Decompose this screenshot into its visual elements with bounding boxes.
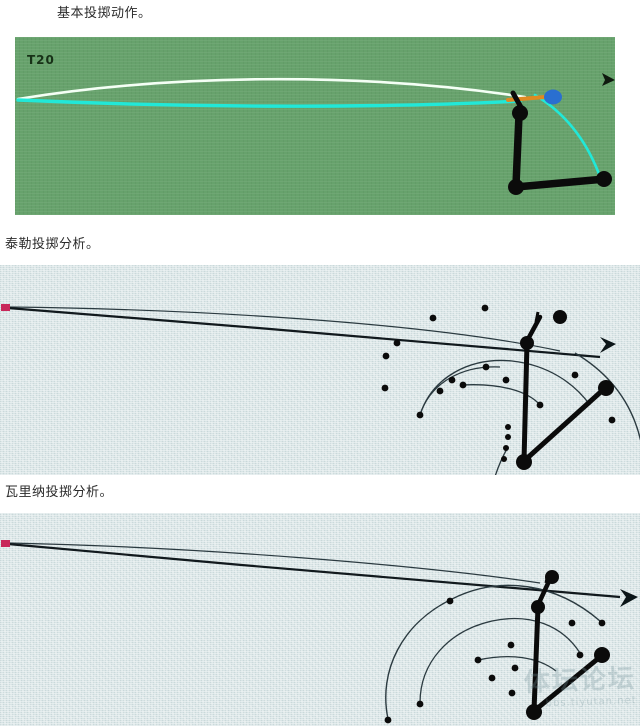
head-joint [545, 570, 559, 584]
trace-dot [436, 387, 444, 395]
torso-segment [512, 111, 523, 189]
trace-dot [511, 664, 519, 672]
panel-warriner-throw-analysis: 体坛论坛 bbs.tiyutan.net [0, 513, 640, 726]
trace-dot [416, 411, 424, 419]
implement-chord-line [7, 306, 601, 359]
taylor-analysis-svg [1, 304, 640, 475]
elbow-trace-arc [477, 655, 557, 672]
foot-joint [598, 380, 614, 396]
trace-dot [503, 445, 509, 451]
shoulder-joint [520, 336, 534, 350]
trace-dot [482, 363, 490, 371]
pointer-arrow-icon [620, 589, 638, 607]
trace-dot [382, 352, 390, 360]
torso-segment [531, 604, 541, 714]
lower-trajectory-path [16, 98, 522, 108]
foot-joint [594, 647, 610, 663]
trace-dot [488, 674, 496, 682]
hip-joint [526, 704, 542, 720]
trace-dot [474, 656, 482, 664]
trace-dot [459, 381, 467, 389]
ball-marker [544, 89, 562, 105]
trace-dot [576, 651, 584, 659]
trace-dot [384, 716, 392, 724]
head-joint [553, 310, 567, 324]
trace-dot [536, 401, 544, 409]
trace-dot [508, 689, 516, 697]
trace-dot [598, 619, 606, 627]
caption-warriner-analysis: 瓦里纳投掷分析。 [5, 485, 114, 500]
frame-label-t20: T20 [27, 53, 55, 67]
trace-dot [568, 619, 576, 627]
upper-guide-curve [7, 542, 541, 584]
hip-joint [508, 179, 524, 195]
trace-dot [502, 376, 510, 384]
origin-marker [1, 304, 10, 311]
warriner-analysis-svg [1, 540, 638, 724]
trace-dot [448, 376, 456, 384]
leg-segment [512, 175, 609, 191]
trace-dot [446, 597, 454, 605]
origin-marker [1, 540, 10, 547]
leg-segment [531, 654, 603, 714]
caption-basic-throw: 基本投掷动作。 [57, 6, 152, 21]
panel-basic-throw-video-frame: T20 [15, 37, 615, 215]
hand-trace-arc-inner [419, 617, 581, 704]
trace-dot [507, 641, 515, 649]
shoulder-joint [512, 105, 528, 121]
hand-trace-arc [419, 359, 591, 416]
trace-dot [571, 371, 579, 379]
implement-flight-arc [533, 93, 605, 187]
upper-trajectory-path [16, 77, 527, 101]
pointer-arrow-icon [602, 73, 615, 86]
elbow-trace-arc [461, 384, 541, 406]
leg-segment [521, 386, 607, 464]
basic-throw-overlay-svg [16, 73, 615, 195]
plate-grain-texture [0, 265, 640, 475]
hand-trace-arc [385, 584, 601, 720]
trace-dot [481, 304, 489, 312]
trace-dot [429, 314, 437, 322]
trace-dot [608, 416, 616, 424]
trace-dot [505, 434, 511, 440]
upper-guide-curve [7, 306, 561, 352]
trace-dot [381, 384, 389, 392]
foot-joint [596, 171, 612, 187]
panel-taylor-throw-analysis [0, 265, 640, 475]
implement-chord-line [7, 542, 621, 599]
shoulder-joint [531, 600, 545, 614]
caption-taylor-analysis: 泰勒投掷分析。 [5, 237, 100, 252]
trace-dot [505, 424, 511, 430]
hip-joint [516, 454, 532, 470]
trace-dot [501, 456, 507, 462]
trace-dot [393, 339, 401, 347]
pointer-arrow-icon [600, 337, 616, 353]
trace-dot [416, 700, 424, 708]
torso-segment [521, 340, 530, 464]
implement-flight-arc [574, 352, 640, 441]
